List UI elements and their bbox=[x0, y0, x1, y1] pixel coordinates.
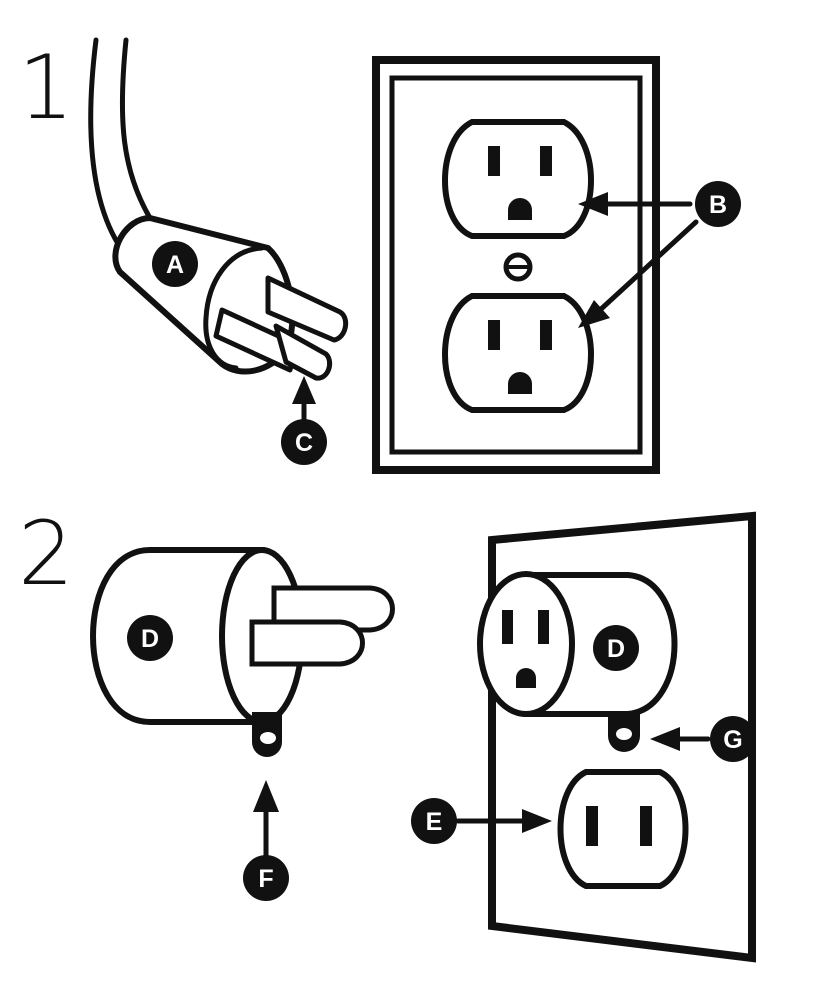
slot-upper-right bbox=[540, 146, 552, 176]
adapter-slot-left bbox=[502, 610, 513, 644]
callout-d-left-label: D bbox=[141, 625, 159, 653]
arrow-head-c bbox=[292, 376, 316, 404]
callout-d-right-label: D bbox=[607, 635, 625, 663]
plug-prong-upper bbox=[265, 275, 349, 343]
ground-hole-lower bbox=[508, 372, 532, 394]
callout-c: C bbox=[281, 376, 327, 465]
adapter-prong-lower bbox=[249, 619, 365, 667]
grounding-adapter bbox=[90, 547, 395, 757]
ground-hole-upper bbox=[508, 198, 532, 220]
adapter-ground-hole bbox=[516, 668, 536, 688]
arrow-head-e bbox=[522, 809, 552, 833]
receptacle-upper bbox=[442, 119, 594, 239]
step-number-1: 1 bbox=[18, 36, 74, 139]
callout-g: G bbox=[650, 716, 756, 762]
plug-ground-pin bbox=[273, 323, 333, 381]
callout-e: E bbox=[411, 798, 552, 844]
power-cord bbox=[88, 37, 153, 253]
three-prong-plug bbox=[88, 37, 349, 381]
adapter-slot-right bbox=[538, 610, 549, 644]
callout-a: A bbox=[152, 241, 198, 287]
arrow-head-b-upper bbox=[578, 192, 608, 216]
arrow-head-b-lower bbox=[578, 300, 610, 328]
callout-b-label: B bbox=[709, 191, 727, 219]
grounded-duplex-outlet bbox=[372, 56, 660, 474]
arrow-head-g bbox=[650, 727, 680, 751]
callout-g-label: G bbox=[723, 726, 742, 754]
two-slot-left bbox=[586, 806, 598, 846]
two-slot-right bbox=[640, 806, 652, 846]
callout-f: F bbox=[243, 780, 289, 901]
plug-face-rim bbox=[203, 245, 265, 371]
slot-lower-right bbox=[540, 320, 552, 350]
plug-prong-lower bbox=[213, 307, 299, 373]
slot-upper-left bbox=[488, 146, 500, 176]
slot-lower-left bbox=[488, 320, 500, 350]
step-number-2: 2 bbox=[18, 502, 74, 605]
wall-plate-inner bbox=[389, 75, 643, 455]
two-prong-outlet-with-adapter bbox=[477, 511, 756, 963]
installed-adapter-face bbox=[477, 571, 575, 717]
callout-d-right: D bbox=[593, 625, 639, 671]
two-slot-receptacle bbox=[557, 769, 689, 889]
callout-a-label: A bbox=[166, 251, 184, 279]
callout-f-label: F bbox=[258, 865, 273, 893]
callout-b: B bbox=[578, 181, 741, 328]
adapter-tab-hole bbox=[260, 732, 276, 744]
callout-c-label: C bbox=[295, 429, 313, 457]
arrow-head-f bbox=[253, 780, 279, 812]
adapter-body bbox=[90, 547, 265, 725]
callout-d-left: D bbox=[127, 615, 173, 661]
installed-tab-screw bbox=[616, 728, 632, 740]
callout-e-label: E bbox=[426, 808, 443, 836]
